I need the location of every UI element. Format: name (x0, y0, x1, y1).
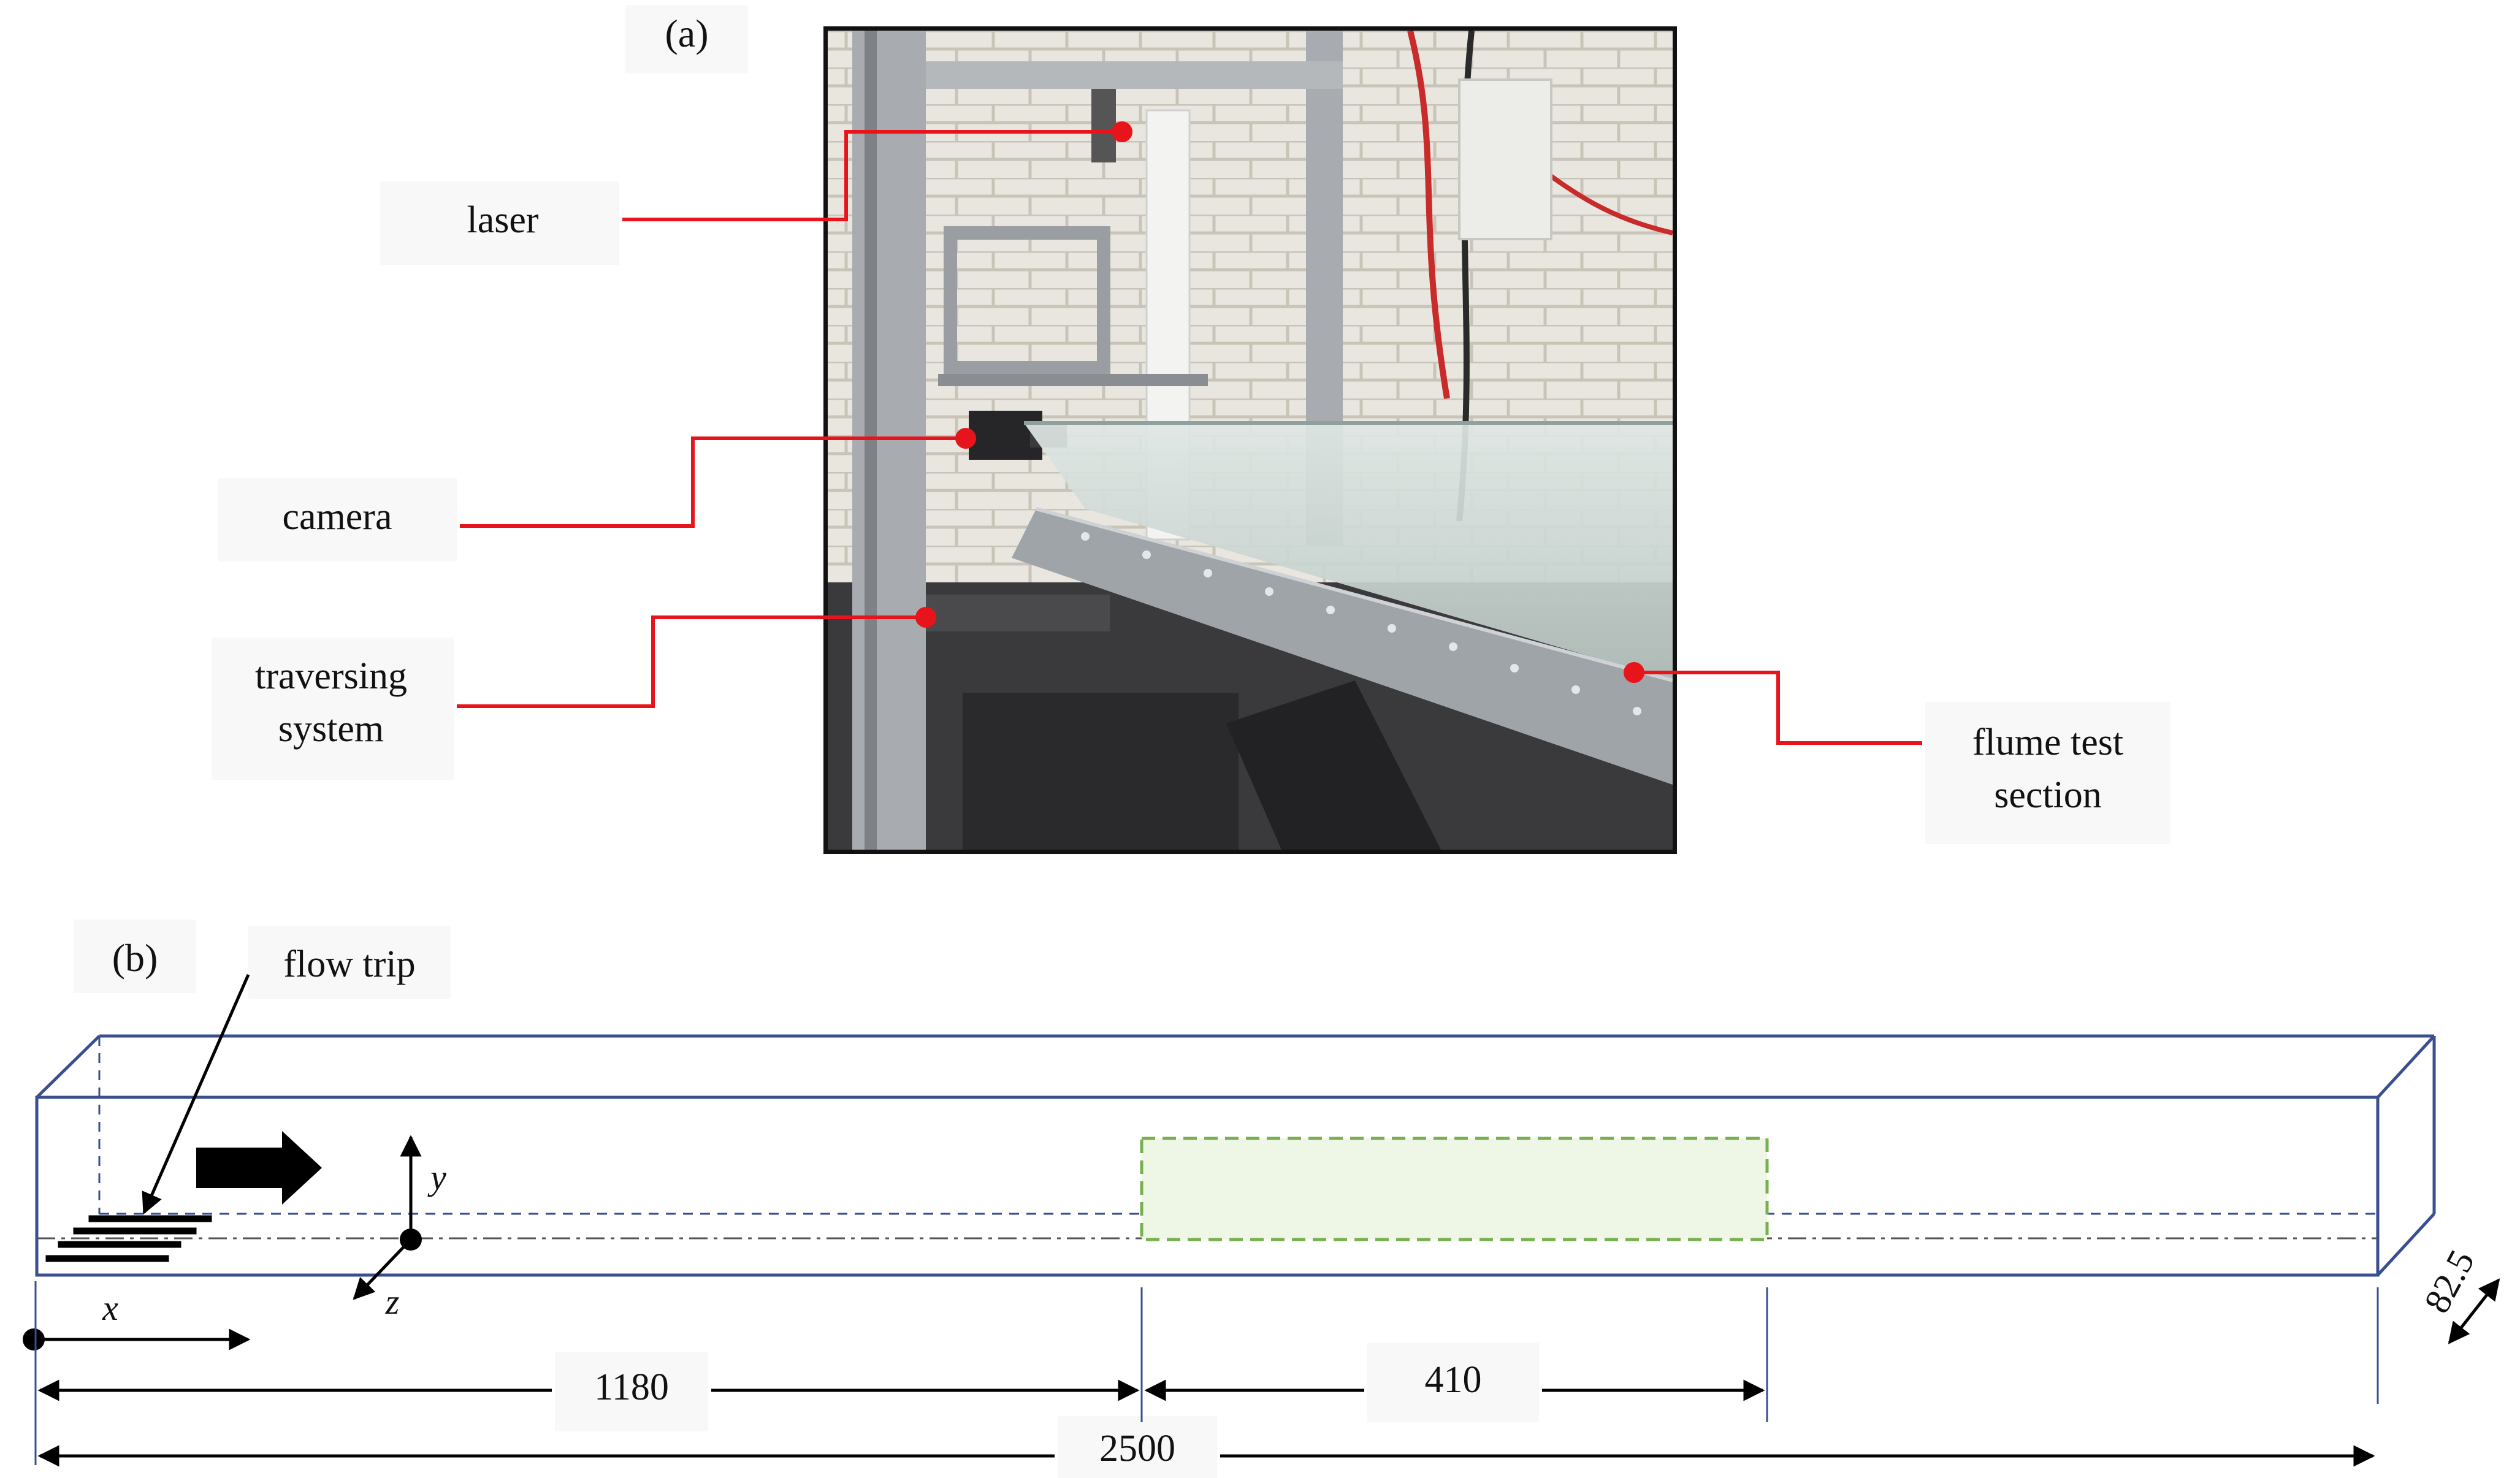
flume-front-face (35, 1095, 2380, 1277)
flow-direction-arrow (196, 1131, 322, 1205)
lab-photo-drawing (828, 31, 1673, 850)
axis-label-y: y (430, 1157, 446, 1197)
flow-trip-leader (142, 973, 250, 1215)
dot-laser (1112, 121, 1132, 142)
callout-traversing-line1: traversing (255, 655, 407, 697)
callout-camera: camera (282, 496, 392, 538)
laser-head (1091, 89, 1116, 162)
callout-laser: laser (467, 199, 539, 241)
x-origin-marker (23, 1328, 45, 1350)
label-flow-trip: flow trip (283, 943, 416, 985)
equipment-cabinet (963, 693, 1239, 850)
callout-dots (915, 121, 1644, 683)
dim-label-410: 410 (1424, 1359, 1482, 1401)
electrical-box (1458, 78, 1552, 240)
dot-traversing (915, 607, 936, 628)
panel-a-label-plate (625, 5, 748, 74)
panel-b-label: (b) (112, 936, 158, 980)
origin-marker (400, 1228, 422, 1251)
dot-flume (1624, 662, 1644, 683)
callout-leaders (457, 130, 1922, 745)
leader-camera (460, 436, 966, 528)
dimension-arrows (37, 1278, 2500, 1467)
measurement-window (1140, 1137, 1769, 1241)
dim-label-2500: 2500 (1099, 1428, 1175, 1469)
flume-glass (1024, 423, 1673, 680)
camera-mount-frame (944, 226, 1110, 375)
leader-traversing (457, 615, 926, 708)
flow-trip-plates (45, 1215, 212, 1262)
traversing-table (926, 595, 1110, 631)
axis-z-arrow (353, 1238, 412, 1300)
frame-top-beam (926, 61, 1343, 89)
callout-traversing-line2: system (278, 708, 384, 750)
callout-flume-line2: section (1994, 774, 2102, 816)
leader-laser (622, 130, 1122, 221)
flume-box (35, 1034, 2436, 1277)
callout-flume-line1: flume test (1972, 722, 2124, 763)
flume-rivets (1081, 532, 1641, 715)
dim-label-1180: 1180 (594, 1366, 669, 1408)
dot-camera (955, 428, 976, 449)
dim-82-5-arrow (2448, 1278, 2500, 1344)
coordinate-axes (34, 1135, 422, 1350)
axis-label-x: x (102, 1288, 118, 1328)
axis-label-z: z (385, 1282, 400, 1322)
lab-photo (823, 26, 1677, 854)
support-box (1226, 680, 1441, 850)
leader-flume (1634, 671, 1922, 745)
flume-rail (1012, 509, 1673, 785)
dimension-extension-lines (34, 1281, 2379, 1465)
panel-a-label: (a) (665, 12, 709, 55)
